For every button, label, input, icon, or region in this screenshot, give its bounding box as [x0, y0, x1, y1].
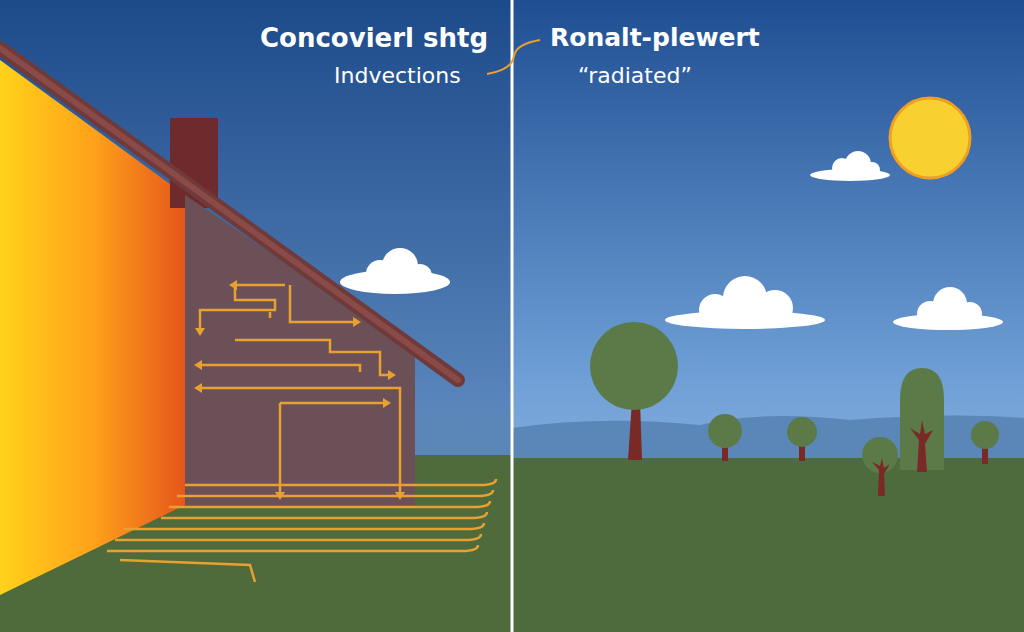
- arrow-heads: [194, 280, 405, 500]
- panel-subheading: Indvections: [334, 64, 461, 88]
- heat-line: [161, 512, 487, 518]
- panel-subheading: “radiated”: [578, 64, 692, 88]
- convection-arrows: [200, 285, 400, 495]
- heat-line: [107, 545, 478, 551]
- heat-line: [115, 534, 481, 540]
- panel-heading: Ronalt-plewert: [550, 24, 760, 52]
- panel-divider: [511, 0, 514, 632]
- sky: [512, 0, 1024, 632]
- hills: [415, 412, 512, 460]
- mountains: [512, 415, 1024, 462]
- cloud: [810, 151, 890, 181]
- roof: [0, 48, 458, 380]
- cloud: [340, 248, 450, 294]
- cloud: [665, 276, 825, 329]
- tree: [590, 322, 678, 460]
- heat-line: [169, 501, 490, 507]
- heat-line: [123, 523, 484, 529]
- tree: [900, 368, 944, 472]
- panel-heading: Concovierl shtg: [260, 24, 488, 53]
- tree: [787, 417, 817, 461]
- house-wall: [185, 195, 415, 505]
- sun: [890, 98, 970, 178]
- tree: [971, 421, 999, 464]
- tree: [708, 414, 742, 461]
- roof-edge: [0, 48, 458, 380]
- heat-line: [120, 560, 255, 582]
- tree: [862, 437, 898, 496]
- heated-wall: [0, 60, 185, 595]
- ground: [512, 458, 1024, 632]
- sky: [0, 0, 512, 632]
- ground-heat-lines: [107, 479, 496, 582]
- leader-line: [487, 40, 540, 74]
- heat-line: [177, 490, 493, 496]
- cloud: [893, 287, 1003, 330]
- heat-line: [185, 479, 496, 485]
